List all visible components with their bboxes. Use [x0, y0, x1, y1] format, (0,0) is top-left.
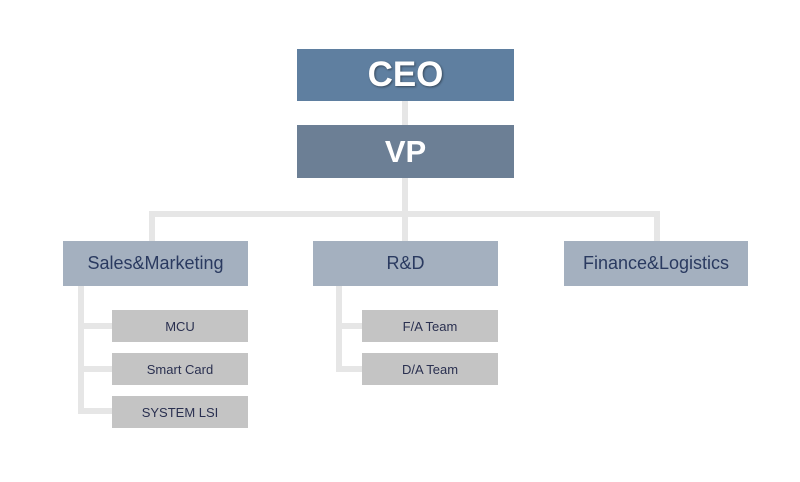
- team-mcu: MCU: [112, 310, 248, 342]
- department-label: Sales&Marketing: [87, 253, 224, 273]
- team-fa: F/A Team: [362, 310, 498, 342]
- department-rnd: R&D: [313, 241, 498, 286]
- team-label: Smart Card: [146, 361, 214, 377]
- vp-label: VP: [384, 133, 427, 169]
- team-label: MCU: [165, 318, 195, 334]
- team-smart-card: Smart Card: [112, 353, 248, 385]
- vp-node: VP: [297, 125, 514, 178]
- ceo-node: CEO: [297, 49, 514, 101]
- team-label: F/A Team: [402, 318, 458, 334]
- team-system-lsi: SYSTEM LSI: [112, 396, 248, 428]
- team-da: D/A Team: [362, 353, 498, 385]
- department-label: Finance&Logistics: [582, 253, 730, 273]
- department-label: R&D: [386, 253, 425, 273]
- department-sales-marketing: Sales&Marketing: [63, 241, 248, 286]
- team-label: D/A Team: [401, 361, 459, 377]
- team-label: SYSTEM LSI: [141, 404, 219, 420]
- ceo-label: CEO: [367, 55, 444, 94]
- department-finance-logistics: Finance&Logistics: [564, 241, 748, 286]
